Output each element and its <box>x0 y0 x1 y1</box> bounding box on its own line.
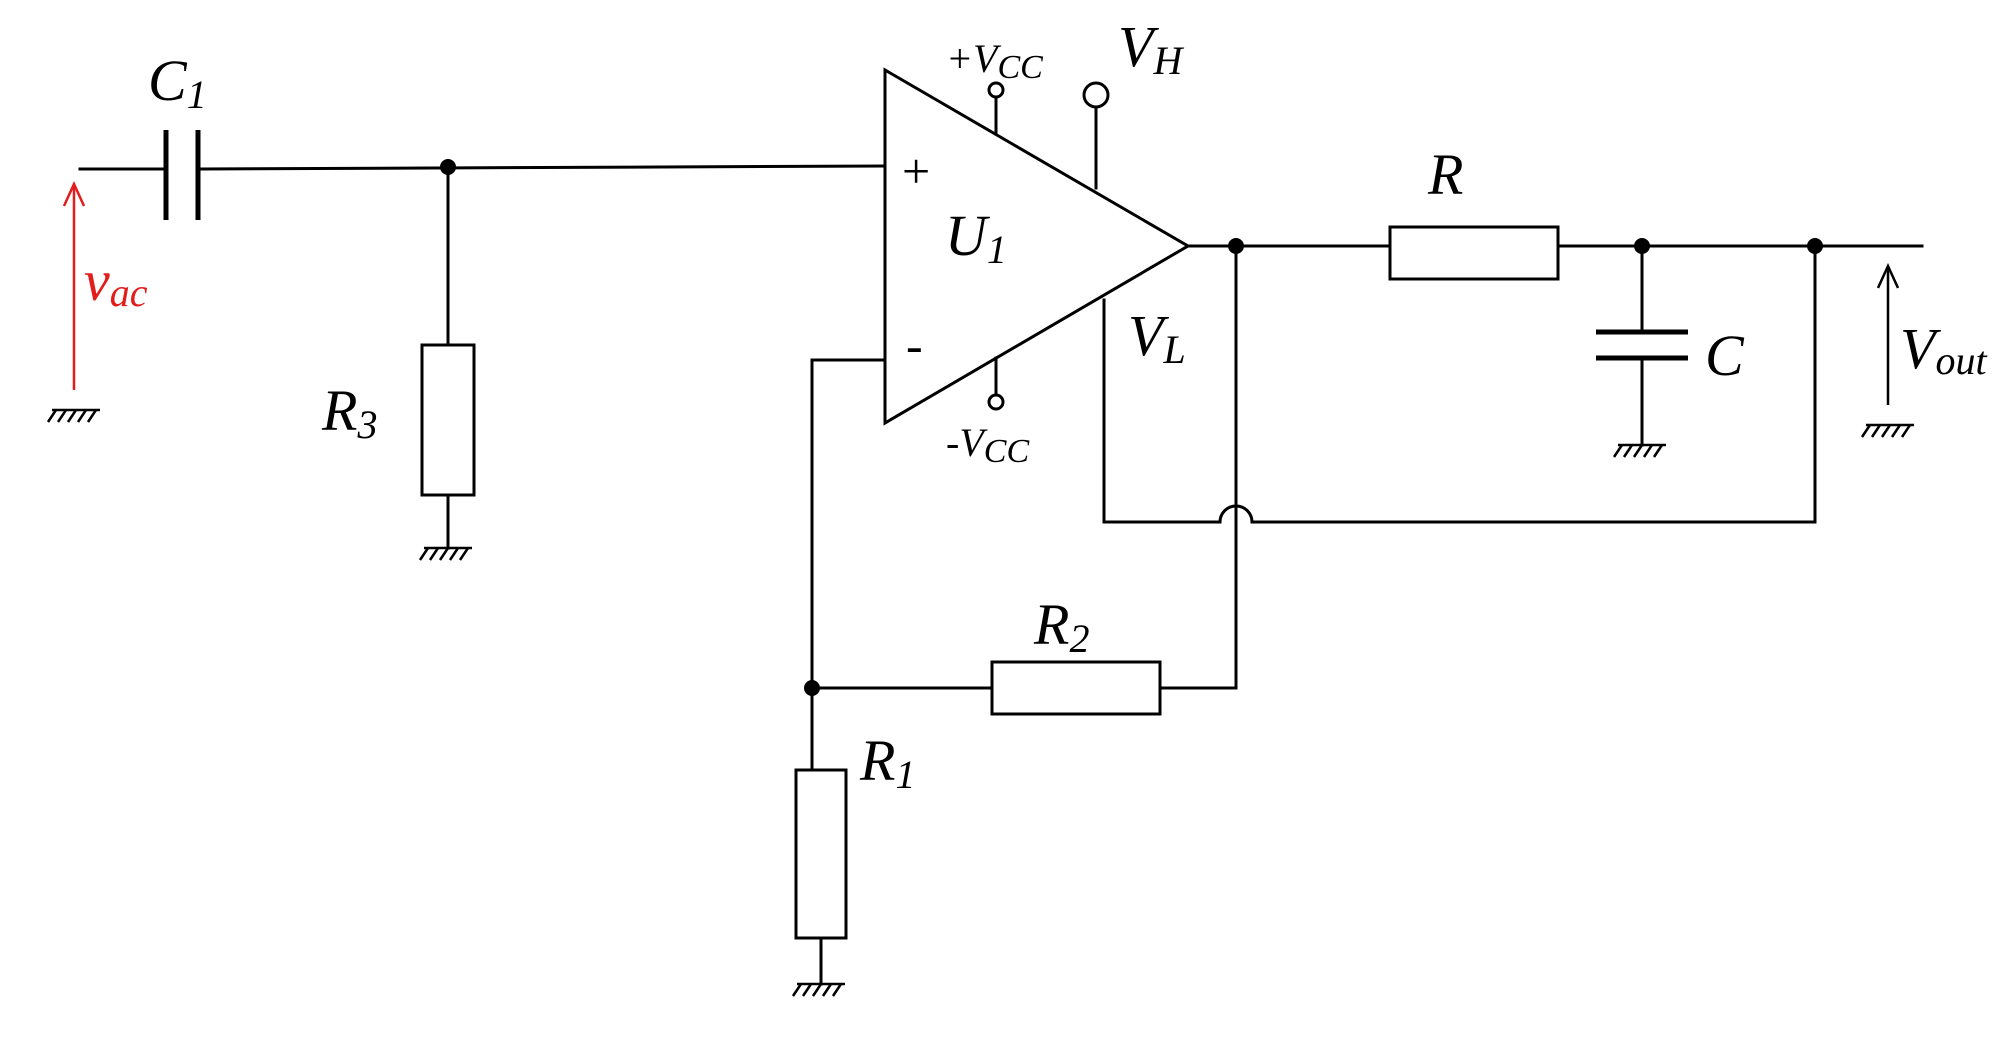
minus-input-label: - <box>906 317 923 373</box>
vout-arrow <box>1876 262 1900 405</box>
vcc-neg-label: -VCC <box>946 420 1029 470</box>
ground-icon <box>418 546 472 561</box>
resistor-r3 <box>420 343 476 497</box>
c-label: C <box>1705 323 1745 388</box>
r-label: R <box>1427 142 1463 207</box>
opamp-u1 <box>883 67 1191 426</box>
ground-icon <box>1612 443 1666 458</box>
vl-feedback-wire <box>1102 244 1817 524</box>
r3-label: R3 <box>321 378 377 447</box>
vac-label: vac <box>84 248 148 315</box>
ground-icon <box>1860 423 1914 438</box>
vac-arrow <box>62 180 86 390</box>
vl-label: VL <box>1128 303 1186 372</box>
r1-label: R1 <box>859 728 915 797</box>
u1-label: U1 <box>945 203 1007 272</box>
vout-label: Vout <box>1900 316 1987 383</box>
capacitor-c1 <box>163 130 201 220</box>
c1-label: C1 <box>148 48 207 117</box>
input-wire <box>78 164 887 171</box>
plus-input-label: + <box>902 143 930 199</box>
vh-terminal <box>1082 81 1110 109</box>
ground-icon <box>791 982 845 997</box>
resistor-r <box>1388 225 1560 281</box>
vcc-pos-terminal <box>987 81 1005 99</box>
vh-label: VH <box>1118 14 1184 83</box>
resistor-r1 <box>794 768 848 940</box>
resistor-r2 <box>990 660 1162 716</box>
junction-dot <box>804 680 820 696</box>
r2-label: R2 <box>1033 592 1089 661</box>
vcc-neg-terminal <box>987 393 1005 411</box>
vcc-pos-label: +VCC <box>946 36 1043 86</box>
ground-icon <box>46 408 100 423</box>
